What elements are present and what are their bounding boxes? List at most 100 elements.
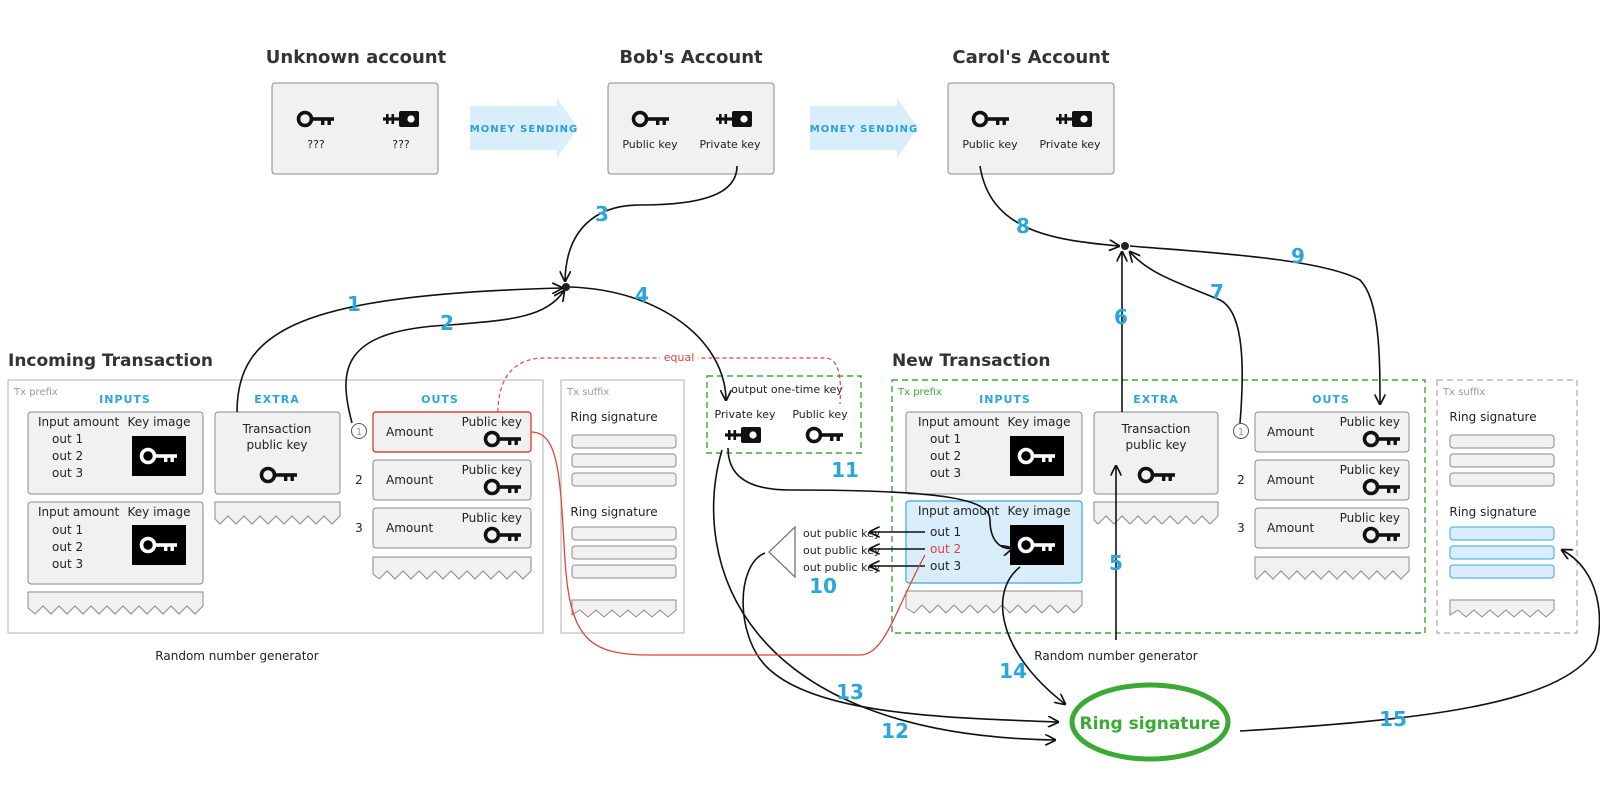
new-out-row-1: [1254, 411, 1410, 453]
extra-continuation: [214, 501, 341, 525]
money-sending-arrow-1: [470, 98, 578, 158]
decoy-out-public-key-1: out public key: [803, 527, 881, 540]
suffix-continuation: [1449, 599, 1555, 618]
signature-bar: [571, 564, 677, 579]
incoming-tx-prefix-frame: [7, 379, 544, 634]
ring-signature-label: Ring signature: [570, 410, 657, 424]
new-inputs-header: INPUTS: [979, 393, 1031, 406]
unknown-account-box: [271, 82, 439, 175]
unknown-public-key-label: ???: [307, 138, 325, 151]
input-out-2: out 2: [930, 449, 961, 463]
one-time-private-key-label: Private key: [714, 408, 776, 421]
input-amount-label: Input amount: [918, 415, 999, 429]
bob-public-key-label: Public key: [622, 138, 678, 151]
incoming-out-row-2: [372, 459, 532, 501]
input-out-1: out 1: [930, 525, 961, 539]
input-amount-label: Input amount: [918, 504, 999, 518]
tx-public-key-line-1: Transaction: [242, 422, 312, 436]
out-index-3: 3: [1237, 521, 1245, 535]
bob-account-title: Bob's Account: [619, 47, 763, 68]
out-index-1-label: 1: [1238, 427, 1244, 438]
incoming-tx-suffix-label: Tx suffix: [566, 387, 609, 398]
new-signature-bar: [1449, 564, 1555, 579]
arrow-step-4: [569, 286, 726, 400]
new-extra-header: EXTRA: [1133, 393, 1178, 406]
input-out-3: out 3: [52, 466, 83, 480]
arrow-step-8: [979, 165, 1119, 246]
outs-continuation: [372, 556, 532, 580]
new-tx-suffix-label: Tx suffix: [1442, 387, 1485, 398]
out-public-key-label: Public key: [462, 511, 522, 525]
new-out-row-2: [1254, 459, 1410, 501]
input-amount-label: Input amount: [38, 415, 119, 429]
out-amount-label: Amount: [1267, 473, 1314, 487]
ring-signature-stroke: [1089, 685, 1223, 707]
decoy-selector: [768, 525, 796, 579]
incoming-rng-label: Random number generator: [155, 649, 318, 663]
inputs-continuation: [905, 590, 1083, 614]
unknown-account-title: Unknown account: [266, 47, 447, 68]
input-amount-label: Input amount: [38, 505, 119, 519]
signature-bar: [1449, 453, 1555, 468]
input-out-1: out 1: [930, 432, 961, 446]
input-out-3: out 3: [930, 559, 961, 573]
out-public-key-label: Public key: [1340, 511, 1400, 525]
incoming-tx-prefix-label: Tx prefix: [13, 387, 58, 398]
out-amount-label: Amount: [386, 473, 433, 487]
out-public-key-label: Public key: [462, 415, 522, 429]
arrow-step-1: [236, 288, 562, 413]
one-time-key-title: output one-time key: [731, 383, 843, 396]
key-image-label: Key image: [1008, 504, 1071, 518]
carol-private-key-label: Private key: [1039, 138, 1101, 151]
input-out-3: out 3: [930, 466, 961, 480]
input-out-1: out 1: [52, 523, 83, 537]
inputs-continuation: [27, 591, 204, 615]
new-extra-box: [1093, 411, 1219, 495]
bob-account-box: [607, 82, 775, 175]
money-sending-label-2: MONEY SENDING: [810, 124, 918, 135]
new-tx-prefix-label: Tx prefix: [897, 387, 942, 398]
input-out-2-real: out 2: [930, 542, 961, 556]
outs-continuation: [1254, 556, 1410, 580]
step-10: 10: [809, 574, 837, 598]
out-amount-label: Amount: [386, 521, 433, 535]
new-signature-bar: [1449, 526, 1555, 541]
public-key-icon: [805, 426, 845, 444]
input-out-2: out 2: [52, 449, 83, 463]
incoming-tx-suffix-frame: [560, 379, 685, 634]
key-image-label: Key image: [128, 505, 191, 519]
out-public-key-label: Public key: [462, 463, 522, 477]
step-9: 9: [1291, 244, 1305, 268]
suffix-continuation: [571, 599, 677, 618]
out-index-3: 3: [355, 521, 363, 535]
input-out-2: out 2: [52, 540, 83, 554]
step-14: 14: [999, 659, 1027, 683]
arrow-step-7: [1130, 252, 1244, 424]
carol-account-box: [947, 82, 1115, 175]
new-tx-suffix-frame: [1436, 379, 1578, 634]
out-amount-label: Amount: [1267, 521, 1314, 535]
out-amount-label: Amount: [1267, 425, 1314, 439]
bob-private-key-label: Private key: [699, 138, 761, 151]
step-15: 15: [1379, 707, 1407, 731]
out-amount-label: Amount: [386, 425, 433, 439]
tx-public-key-line-1: Transaction: [1121, 422, 1191, 436]
unknown-private-key-label: ???: [392, 138, 410, 151]
step-3: 3: [595, 202, 609, 226]
new-tx-prefix-frame: [891, 379, 1426, 634]
signature-bar: [571, 434, 677, 449]
new-out-row-3: [1254, 507, 1410, 549]
step-4: 4: [635, 283, 649, 307]
tx-public-key-line-2: public key: [1126, 438, 1187, 452]
incoming-transaction-title: Incoming Transaction: [8, 351, 213, 371]
key-image-label: Key image: [1008, 415, 1071, 429]
step-11: 11: [831, 458, 859, 482]
one-time-key-frame: [706, 375, 862, 454]
new-signature-bar: [1449, 545, 1555, 560]
signature-bar: [571, 545, 677, 560]
junction-bob: [562, 283, 570, 291]
one-time-public-key-label: Public key: [792, 408, 848, 421]
input-out-1: out 1: [52, 432, 83, 446]
new-transaction-title: New Transaction: [892, 351, 1050, 371]
